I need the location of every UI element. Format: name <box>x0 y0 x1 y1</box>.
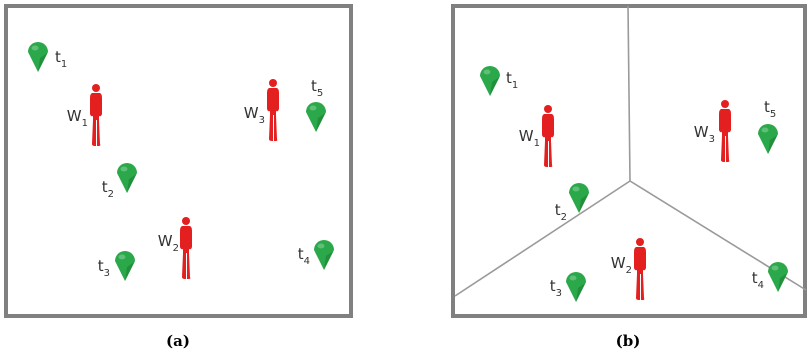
task-label: t5 <box>311 77 323 99</box>
task-pin-icon <box>569 183 589 213</box>
worker-person-icon <box>90 84 102 146</box>
worker-person-icon <box>719 100 731 162</box>
task-label: t4 <box>752 269 764 291</box>
panel-b-caption: (b) <box>616 332 641 350</box>
panel-a-frame <box>4 4 353 318</box>
panel-b: (b) <box>451 4 807 350</box>
task-pin-icon <box>566 272 586 302</box>
worker-label: W3 <box>694 123 715 145</box>
task-label: t4 <box>298 245 310 267</box>
task-label: t2 <box>102 178 114 200</box>
panel-a-caption: (a) <box>166 332 190 350</box>
task-label: t3 <box>550 277 562 299</box>
partition-edge-left <box>454 180 631 297</box>
task-pin-icon <box>314 240 334 270</box>
task-pin-icon <box>117 163 137 193</box>
task-label: t3 <box>98 257 110 279</box>
task-label: t5 <box>764 98 776 120</box>
partition-edge-top <box>627 5 631 182</box>
task-pin-icon <box>306 102 326 132</box>
worker-person-icon <box>634 238 646 300</box>
worker-label: W2 <box>611 254 632 276</box>
task-pin-icon <box>758 124 778 154</box>
panel-a: (a) <box>4 4 353 350</box>
task-pin-icon <box>480 66 500 96</box>
worker-person-icon <box>267 79 279 141</box>
worker-label: W2 <box>158 232 179 254</box>
worker-label: W1 <box>519 127 540 149</box>
task-pin-icon <box>115 251 135 281</box>
worker-person-icon <box>180 217 192 279</box>
task-label: t1 <box>55 48 67 70</box>
worker-label: W3 <box>244 104 265 126</box>
worker-person-icon <box>542 105 554 167</box>
task-pin-icon <box>28 42 48 72</box>
task-label: t2 <box>555 201 567 223</box>
worker-label: W1 <box>67 107 88 129</box>
task-pin-icon <box>768 262 788 292</box>
task-label: t1 <box>506 69 518 91</box>
